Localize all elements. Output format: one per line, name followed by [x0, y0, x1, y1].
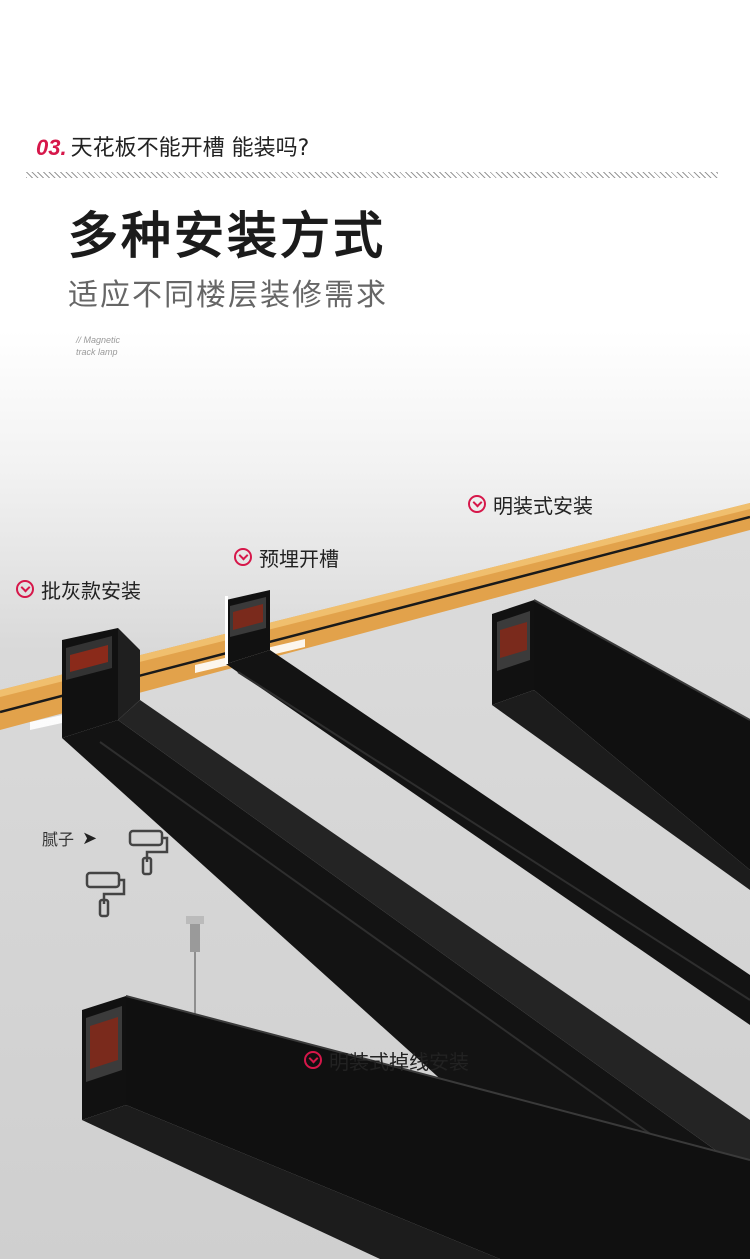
chevron-down-circle-icon [304, 1051, 322, 1069]
label-surface-mount: 明装式安装 [468, 490, 593, 518]
chevron-down-circle-icon [16, 580, 34, 598]
label-putty-install-text: 批灰款安装 [41, 578, 141, 603]
section-question: 天花板不能开槽 能装吗? [70, 136, 310, 161]
caption-line-1: // Magnetic [76, 335, 121, 345]
label-embedded-slot-text: 预埋开槽 [259, 546, 339, 571]
arrow-right-icon: ➤ [82, 827, 98, 849]
label-suspended-mount: 明装式掉线安装 [304, 1046, 469, 1074]
putty-label-text: 腻子 [42, 830, 75, 849]
chevron-down-circle-icon [234, 548, 252, 566]
track-surface-mount [492, 599, 750, 890]
putty-label: 腻子 ➤ [42, 826, 97, 850]
label-surface-mount-text: 明装式安装 [493, 493, 593, 518]
label-suspended-mount-text: 明装式掉线安装 [329, 1049, 469, 1074]
section-number: 03. [36, 135, 67, 160]
page-subtitle: 适应不同楼层装修需求 [68, 278, 388, 313]
paint-roller-icon-2 [85, 871, 126, 918]
ceiling-board [0, 503, 750, 730]
track-embedded-slot [225, 590, 750, 1025]
label-embedded-slot: 预埋开槽 [234, 543, 339, 571]
english-caption: // Magnetic track lamp [76, 334, 120, 358]
paint-roller-icon [128, 829, 169, 876]
label-putty-install: 批灰款安装 [16, 575, 141, 603]
chevron-down-circle-icon [468, 495, 486, 513]
page-title: 多种安装方式 [68, 207, 386, 265]
caption-line-2: track lamp [76, 347, 118, 357]
hatched-divider [26, 172, 718, 178]
track-suspended-mount [82, 995, 750, 1259]
section-header: 03. 天花板不能开槽 能装吗? [36, 130, 309, 164]
